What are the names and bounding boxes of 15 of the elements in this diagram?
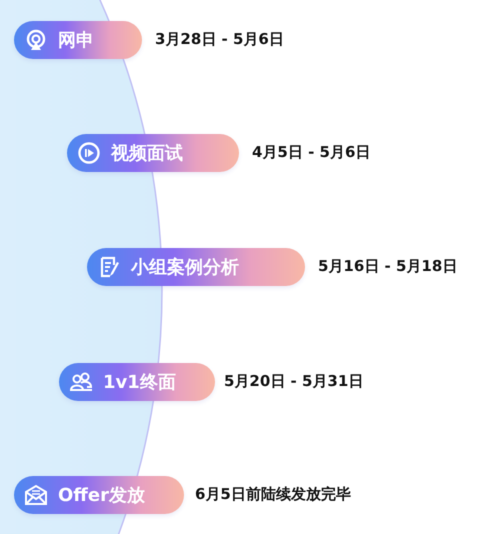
stage-pill xyxy=(14,21,142,59)
date-range: 6月5日前陆续发放完毕 xyxy=(195,485,351,504)
stage-pill xyxy=(67,134,239,172)
date-range: 3月28日 - 5月6日 xyxy=(155,30,284,49)
date-range: 4月5日 - 5月6日 xyxy=(252,143,370,162)
stage-name: 网申 xyxy=(58,29,94,52)
stage-name: Offer发放 xyxy=(58,484,145,507)
date-range: 5月20日 - 5月31日 xyxy=(224,372,364,391)
stage-pill xyxy=(87,248,305,286)
stage-name: 视频面试 xyxy=(111,142,183,165)
stage-name: 1v1终面 xyxy=(103,371,176,394)
date-range: 5月16日 - 5月18日 xyxy=(318,257,458,276)
stage-pill xyxy=(14,476,184,514)
stage-pill xyxy=(59,363,215,401)
stage-name: 小组案例分析 xyxy=(131,256,239,279)
